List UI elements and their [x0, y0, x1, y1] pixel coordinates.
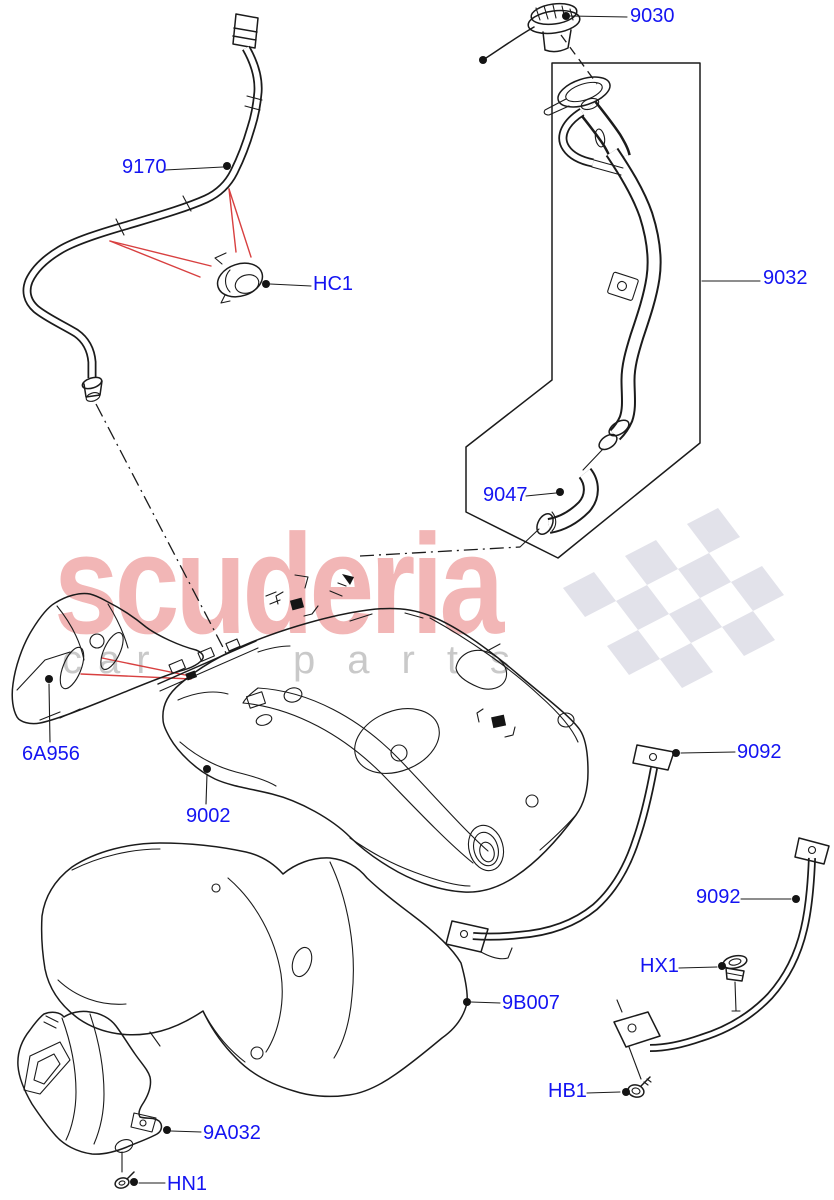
part-label-9032[interactable]: 9032	[763, 267, 808, 289]
heat-shield-6a956	[11, 592, 204, 725]
cap-centerline	[560, 34, 598, 85]
filler-pipe-box	[465, 62, 701, 559]
filler-pipe	[543, 76, 662, 471]
part-label-hx1[interactable]: HX1	[640, 955, 679, 977]
part-label-9092-upper[interactable]: 9092	[737, 741, 782, 763]
fuel-cap	[479, 2, 581, 64]
part-label-9a032[interactable]: 9A032	[203, 1122, 261, 1144]
part-label-9002[interactable]: 9002	[186, 805, 231, 827]
fuel-tank	[157, 574, 589, 893]
part-label-6a956[interactable]: 6A956	[22, 743, 80, 765]
pushpin-hx1	[722, 954, 748, 1012]
watermark-tagline-parts: parts	[293, 638, 542, 682]
part-label-hb1[interactable]: HB1	[548, 1080, 587, 1102]
checkered-flag-watermark	[563, 508, 784, 688]
leader-lines	[45, 12, 800, 1186]
heat-shield-9a032	[17, 1010, 163, 1155]
tank-strap-lower	[613, 837, 830, 1052]
part-label-9b007[interactable]: 9B007	[502, 992, 560, 1014]
part-label-hc1[interactable]: HC1	[313, 273, 354, 295]
part-label-9030[interactable]: 9030	[630, 5, 675, 27]
vent-valve-symbol	[275, 591, 319, 617]
part-label-9092-lower[interactable]: 9092	[696, 886, 741, 908]
part-label-9047[interactable]: 9047	[483, 484, 528, 506]
red-leader-lines	[80, 188, 252, 680]
tank-strap-upper	[445, 744, 675, 960]
filler-hose	[536, 468, 599, 536]
watermark-tagline-car: car	[62, 638, 166, 682]
hose-centerline	[359, 546, 521, 557]
clip-hc1	[214, 252, 264, 304]
part-label-hn1[interactable]: HN1	[167, 1173, 208, 1195]
vent-valve-symbol-2	[476, 708, 516, 738]
part-label-9170[interactable]: 9170	[122, 156, 167, 178]
hose-centerline-end	[519, 528, 540, 548]
bolt-hn1	[114, 1171, 135, 1189]
vent-pipe-centerline	[95, 403, 228, 656]
heat-shield-9b007	[40, 842, 468, 1098]
bolt-hb1	[627, 1046, 652, 1098]
vent-pipe	[22, 13, 263, 402]
